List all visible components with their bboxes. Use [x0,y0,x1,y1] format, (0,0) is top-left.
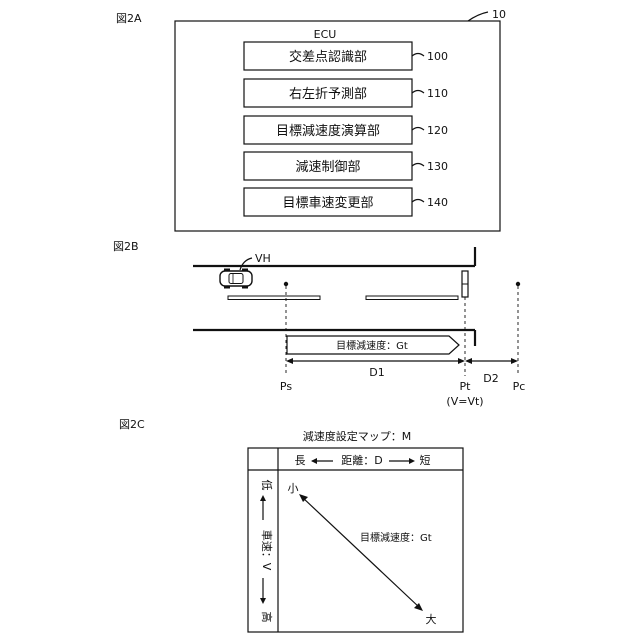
ecu-ref-leader [468,12,488,21]
large-label: 大 [426,612,437,626]
module-name: 目標車速変更部 [282,195,373,211]
vehicle-icon [220,269,252,289]
map-title: 減速度設定マップ：M [303,429,412,443]
y-low-label: 低 [260,480,273,491]
target-decel-label: 目標減速度：Gt [336,339,408,352]
d1-label: D1 [369,366,384,379]
x-axis-label: 距離：D [341,453,382,467]
lane-marking-right [366,296,458,300]
x-long-label: 長 [295,454,306,467]
map-line-label: 目標減速度：Gt [360,531,432,544]
lane-marking-left [228,296,320,300]
module-name: 目標減速度演算部 [276,123,380,139]
point-pc-marker [516,282,520,286]
y-axis-label: 車速：V [260,530,274,571]
fig2a-label: 図2A [116,12,142,25]
vehicle-leader [240,258,252,270]
d2-dimension [465,358,518,364]
module-ref: 110 [427,87,448,100]
fig2b-label: 図2B [113,240,139,253]
ecu-label: ECU [314,28,337,41]
y-high-label: 高 [260,612,274,623]
module-ref: 120 [427,124,448,137]
fig2c-label: 図2C [119,418,145,431]
d1-dimension [286,358,465,364]
ecu-ref: 10 [492,8,506,21]
module-name: 右左折予測部 [289,87,367,102]
module-name: 交差点認識部 [289,49,367,65]
pt-sub-label: (V=Vt) [446,395,483,408]
module-ref: 130 [427,160,448,173]
ps-label: Ps [280,380,292,393]
point-ps-marker [284,282,288,286]
small-label: 小 [288,482,299,495]
pc-label: Pc [513,380,526,393]
vehicle-label: VH [255,252,271,265]
stop-line [462,271,468,297]
x-short-label: 短 [420,453,431,467]
module-ref: 100 [427,50,448,63]
d2-label: D2 [483,372,498,385]
module-ref: 140 [427,196,448,209]
module-name: 減速制御部 [295,159,360,175]
pt-label: Pt [460,380,472,393]
